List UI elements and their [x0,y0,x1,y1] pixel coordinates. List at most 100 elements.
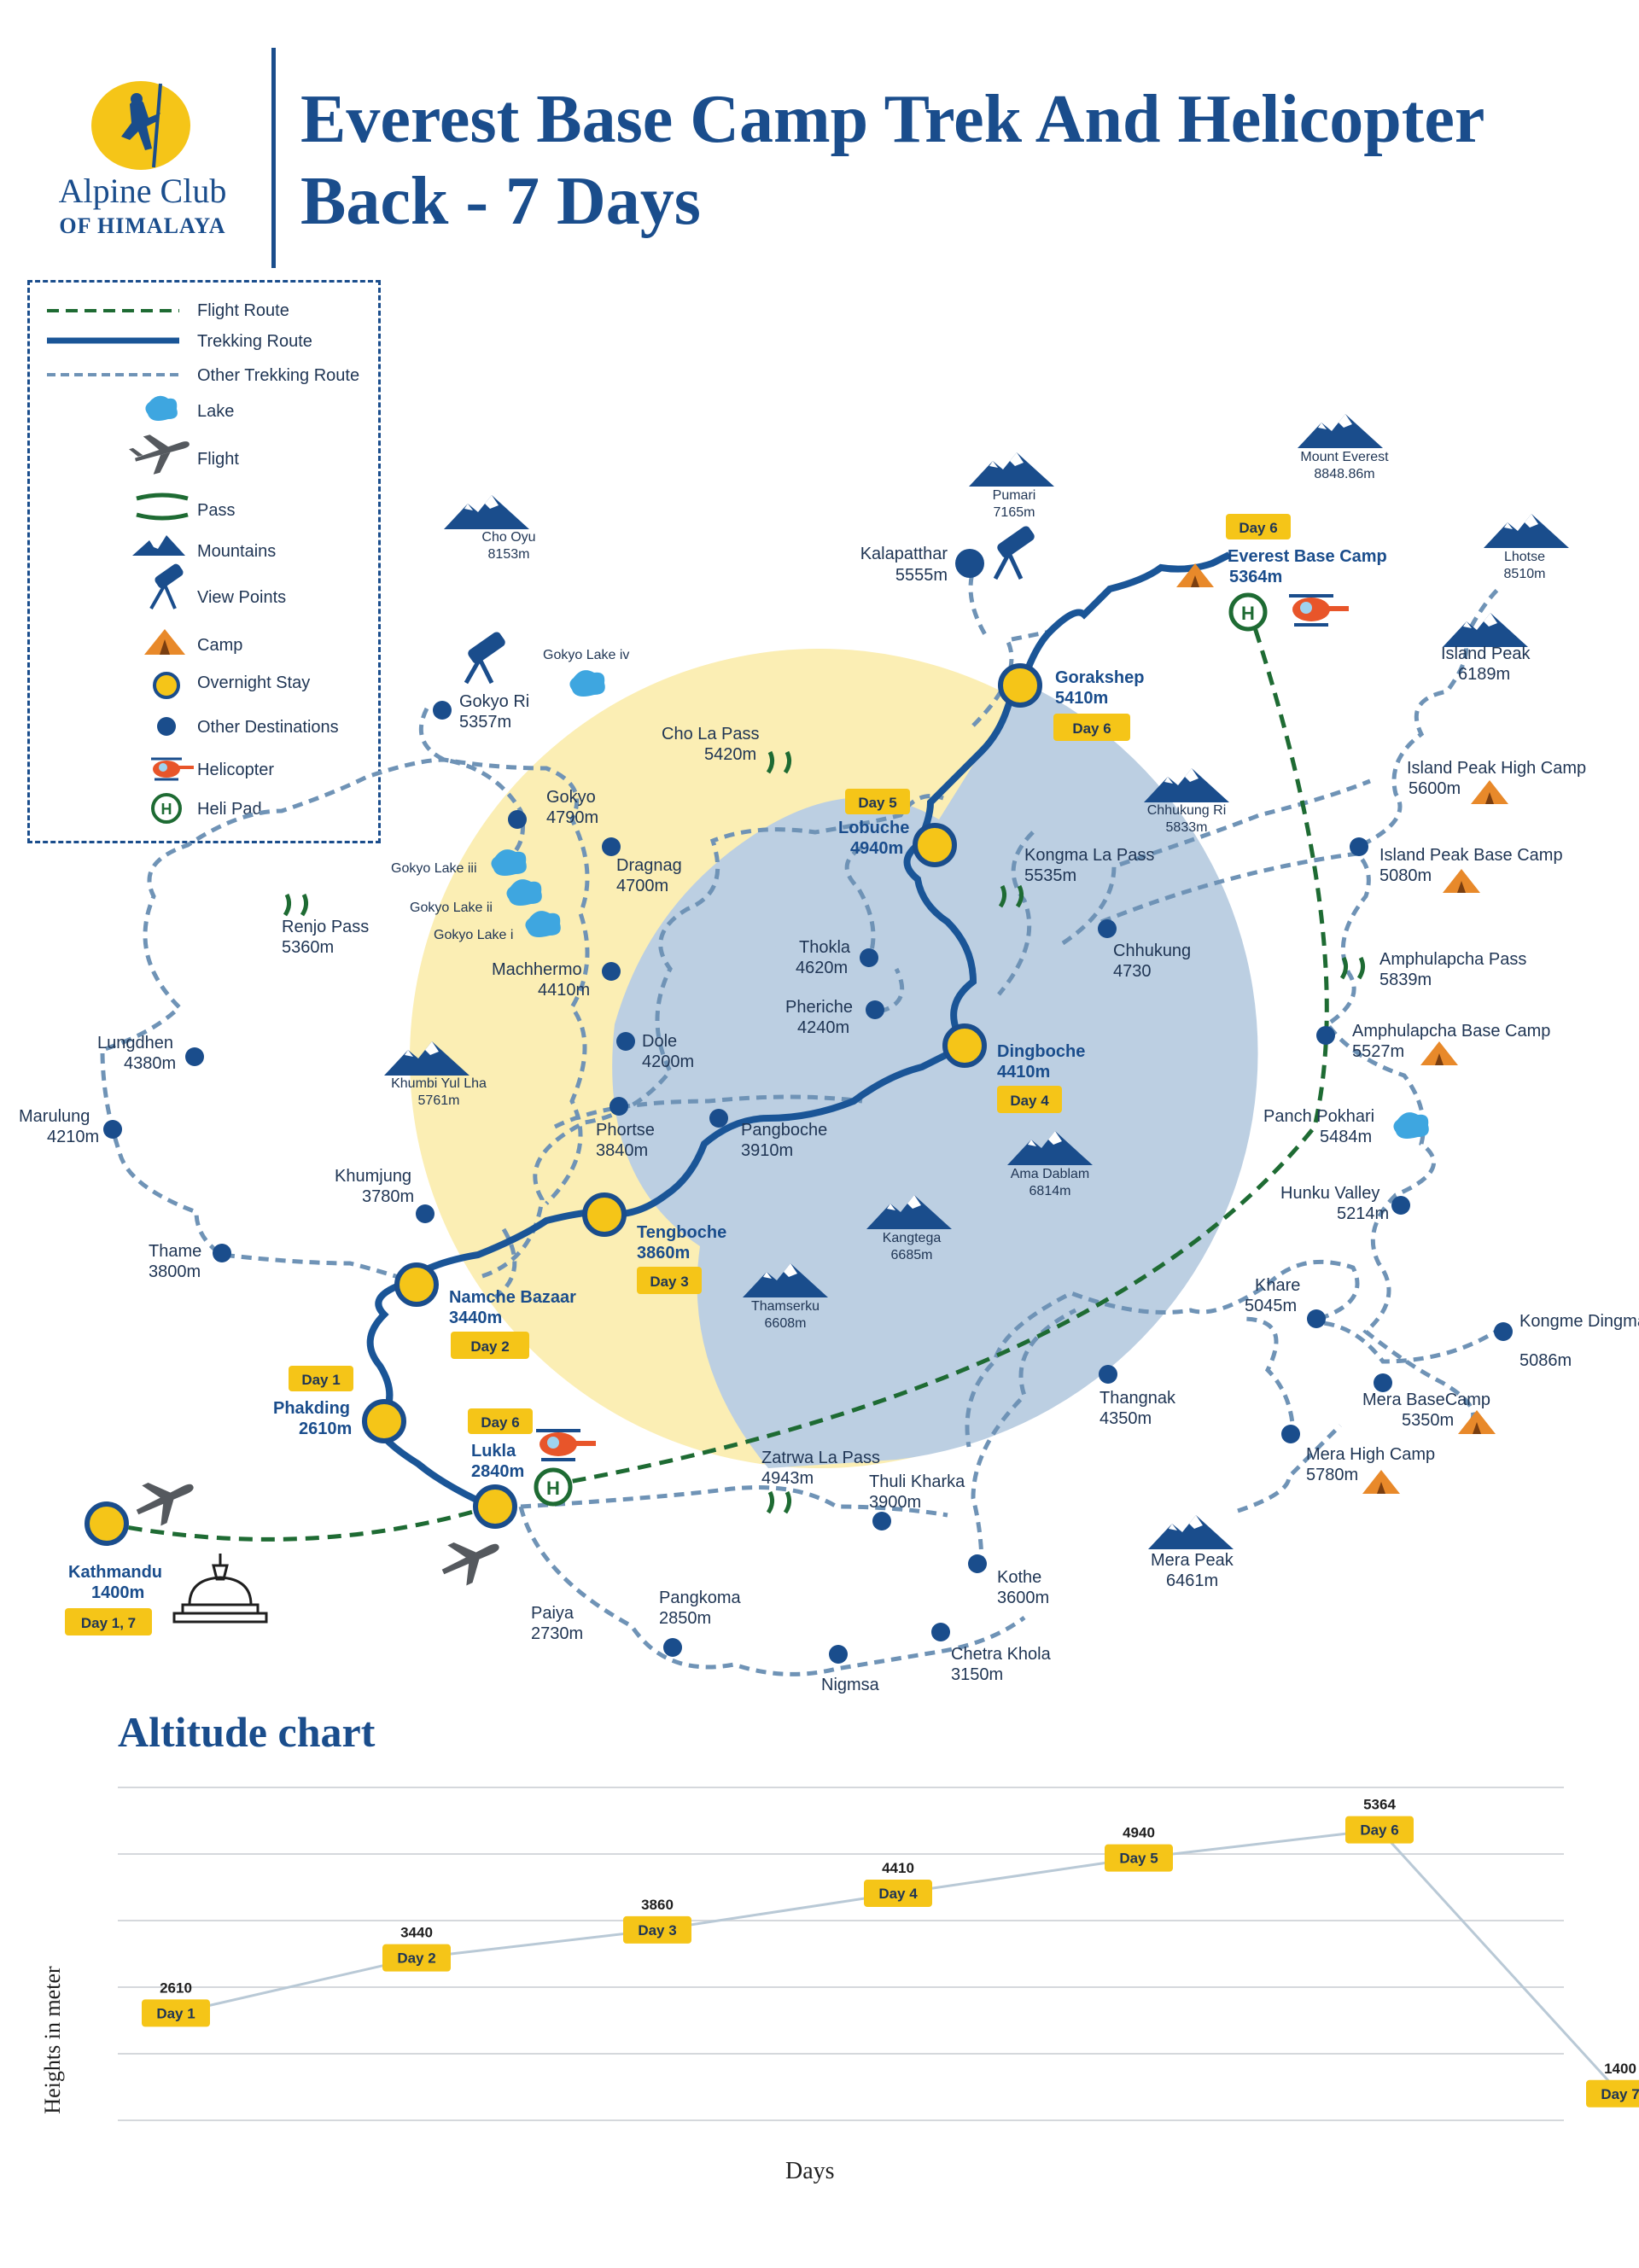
alt-kathmandu: 1400m [91,1583,144,1602]
airplane-icon [129,434,190,475]
chart-point-badge [864,1880,932,1908]
chart-title: Altitude chart [118,1708,376,1756]
alt-ebc: 5364m [1229,568,1282,586]
chart-value-label: 1400 [1604,2061,1636,2077]
label-lhotse: Lhotse [1504,550,1545,564]
overnight-dot [153,672,180,699]
label-namche: Namche Bazaar [449,1288,576,1307]
legend: H Flight Route Trekking Route Other Trek… [27,280,381,843]
legend-label-helicopter: Helicopter [197,761,275,779]
alt-dragnag: 4700m [616,877,668,895]
badge-namche: Day 2 [470,1338,509,1355]
tent-icon [1362,1470,1400,1494]
chart-point-badge [142,1999,210,2027]
legend-label-other-route: Other Trekking Route [197,366,360,385]
label-kathmandu: Kathmandu [68,1563,162,1582]
label-phakding: Phakding [273,1399,350,1418]
chart-category-label: Day 4 [878,1886,918,1902]
chart-value-label: 2610 [160,1979,192,1996]
label-mera-high-camp: Mera High Camp [1306,1445,1435,1464]
badge-kathmandu: Day 1, 7 [81,1615,136,1631]
label-island-peak: Island Peak [1441,644,1531,663]
destination-dot [157,717,176,736]
alt-mera-peak: 6461m [1166,1571,1218,1590]
label-chetra-khola: Chetra Khola [951,1645,1052,1664]
brand-logo [91,81,190,170]
brand-subtitle: OF HIMALAYA [59,213,226,238]
label-thuli-kharka: Thuli Kharka [869,1472,965,1491]
label-dragnag: Dragnag [616,856,682,875]
badge-dingboche: Day 4 [1010,1093,1049,1109]
alt-island-peak: 6189m [1458,665,1510,684]
telescope-icon [149,563,184,609]
alt-thame: 3800m [149,1262,201,1281]
label-cho-oyu: Cho Oyu [481,530,535,545]
alt-pangkoma: 2850m [659,1609,711,1628]
alt-thangnak: 4350m [1099,1409,1152,1428]
alt-paiya: 2730m [531,1624,583,1643]
page-title: Everest Base Camp Trek And Helicopter Ba… [300,82,1484,239]
tent-icon [144,629,185,655]
tent-icon [1458,1410,1496,1434]
alt-nigmsa: 2745m [818,1696,870,1699]
chart-category-label: Day 7 [1601,2086,1639,2102]
label-kongma-la: Kongma La Pass [1024,846,1154,865]
chart-point-badge [382,1944,451,1972]
trek-map: H H Kathmandu 1400m Lukla 2840m Phakding… [19,414,1639,1699]
mountain-icon [1298,414,1383,448]
chart-point-badge [1105,1844,1173,1872]
alt-phortse: 3840m [596,1141,648,1160]
lake-icon [569,670,605,697]
tent-icon [1471,780,1508,804]
legend-label-helipad: Heli Pad [197,800,262,819]
alt-lukla: 2840m [471,1462,524,1481]
label-panch-pokhari: Panch Pokhari [1263,1107,1374,1126]
chart-value-label: 3860 [641,1897,674,1913]
alt-kongme-dingma: 5086m [1519,1351,1572,1370]
alt-lhotse: 8510m [1504,567,1546,581]
label-pheriche: Pheriche [785,998,853,1017]
label-nigmsa: Nigmsa [821,1676,880,1694]
label-thangnak: Thangnak [1099,1389,1176,1408]
chart-point-badge [623,1915,691,1944]
label-island-high-camp: Island Peak High Camp [1407,759,1586,778]
chart-point-badge [1586,2079,1639,2108]
label-kalapatthar: Kalapatthar [860,545,948,563]
helicopter-icon [1289,594,1349,627]
label-khumjung: Khumjung [335,1167,411,1186]
alt-mera-high-camp: 5780m [1306,1466,1358,1484]
label-gorakshep: Gorakshep [1055,668,1144,687]
label-mera-basecamp: Mera BaseCamp [1362,1391,1490,1409]
legend-label-view-points: View Points [197,588,287,607]
label-gokyo-ri: Gokyo Ri [459,692,529,711]
alt-khare: 5045m [1245,1297,1297,1315]
label-island-base-camp: Island Peak Base Camp [1379,846,1563,865]
legend-label-lake: Lake [197,402,235,421]
pass-icon [136,493,189,521]
helipad-icon: H [1228,592,1268,632]
label-everest: Mount Everest [1300,450,1389,464]
alt-pheriche: 4240m [797,1018,849,1037]
label-chhukung: Chhukung [1113,942,1191,960]
chart-x-axis-label: Days [785,2158,835,2184]
legend-label-camp: Camp [197,636,243,655]
flight-routes [106,614,1329,1542]
alt-island-base-camp: 5080m [1379,866,1432,885]
alt-hunku-valley: 5214m [1337,1204,1389,1223]
alt-phakding: 2610m [299,1420,352,1438]
label-chhukung-ri: Chhukung Ri [1147,803,1227,818]
legend-icons: H [47,309,194,824]
helicopter-icon [536,1429,596,1461]
alt-kangtega: 6685m [891,1248,933,1262]
helipad-icon: H [534,1467,573,1507]
alt-cho-oyu: 8153m [488,547,530,562]
alt-chetra-khola: 3150m [951,1665,1003,1684]
badge-lukla: Day 6 [481,1414,519,1431]
alt-amphulapcha-bc: 5527m [1352,1042,1404,1061]
lake-icon [1393,1112,1429,1139]
chart-category-label: Day 1 [156,2005,195,2021]
trekking-route [366,551,1231,1510]
label-khare: Khare [1255,1276,1300,1295]
label-mera-peak: Mera Peak [1151,1551,1234,1570]
